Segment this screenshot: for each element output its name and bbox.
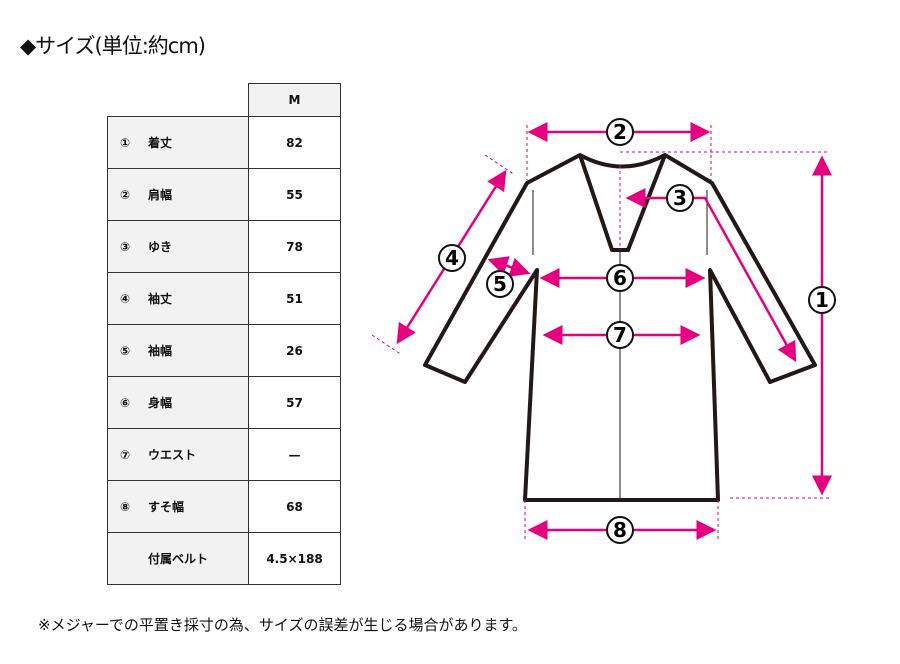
table-row: ② 肩幅 55: [107, 168, 341, 221]
table-row: ⑧ すそ幅 68: [107, 480, 341, 533]
row-value: 78: [248, 220, 341, 273]
row-number: ⑧: [120, 500, 131, 514]
label-6: 6: [606, 264, 634, 292]
label-4: 4: [438, 244, 466, 272]
row-label: 袖幅: [148, 344, 173, 358]
row-label: 袖丈: [148, 292, 173, 306]
row-value: 51: [248, 272, 341, 325]
page-title: ◆サイズ(単位:約cm): [20, 34, 206, 58]
table-row: ③ ゆき 78: [107, 220, 341, 273]
row-label: すそ幅: [148, 500, 185, 514]
svg-text:7: 7: [613, 323, 627, 347]
label-7: 7: [606, 321, 634, 349]
label-2: 2: [606, 118, 634, 146]
table-row: ① 着丈 82: [107, 116, 341, 169]
row-number: ⑥: [120, 396, 131, 410]
row-label: ゆき: [148, 240, 173, 254]
table-row: ④ 袖丈 51: [107, 272, 341, 325]
row-number: ③: [120, 240, 131, 254]
svg-text:8: 8: [613, 518, 627, 542]
svg-text:6: 6: [613, 266, 627, 290]
measurement-note: ※メジャーでの平置き採寸の為、サイズの誤差が生じる場合があります。: [38, 616, 527, 634]
row-number: ⑦: [120, 448, 131, 462]
guide-lines: [371, 125, 830, 540]
svg-text:1: 1: [815, 288, 829, 312]
row-value: —: [248, 428, 341, 481]
row-number: ②: [120, 188, 131, 202]
table-row: 付属ベルト 4.5×188: [107, 532, 341, 585]
svg-text:3: 3: [673, 186, 687, 210]
row-value: 82: [248, 116, 341, 169]
row-value: 55: [248, 168, 341, 221]
table-row: ⑤ 袖幅 26: [107, 324, 341, 377]
row-label: 身幅: [148, 396, 173, 410]
row-label: 付属ベルト: [148, 552, 209, 566]
label-1: 1: [808, 286, 836, 314]
row-value: 4.5×188: [248, 532, 341, 585]
row-number: ⑤: [120, 344, 131, 358]
svg-text:5: 5: [493, 272, 507, 296]
label-5: 5: [486, 270, 514, 298]
label-8: 8: [606, 516, 634, 544]
row-value: 68: [248, 480, 341, 533]
table-row: ⑦ ウエスト —: [107, 428, 341, 481]
size-header: M: [248, 83, 341, 117]
row-number: ①: [120, 136, 131, 150]
row-value: 26: [248, 324, 341, 377]
row-number: ④: [120, 292, 131, 306]
row-label: ウエスト: [148, 448, 197, 462]
row-label: 肩幅: [148, 188, 173, 202]
label-3: 3: [666, 184, 694, 212]
svg-text:2: 2: [613, 120, 627, 144]
row-label: 着丈: [148, 136, 173, 150]
svg-text:4: 4: [445, 246, 459, 270]
